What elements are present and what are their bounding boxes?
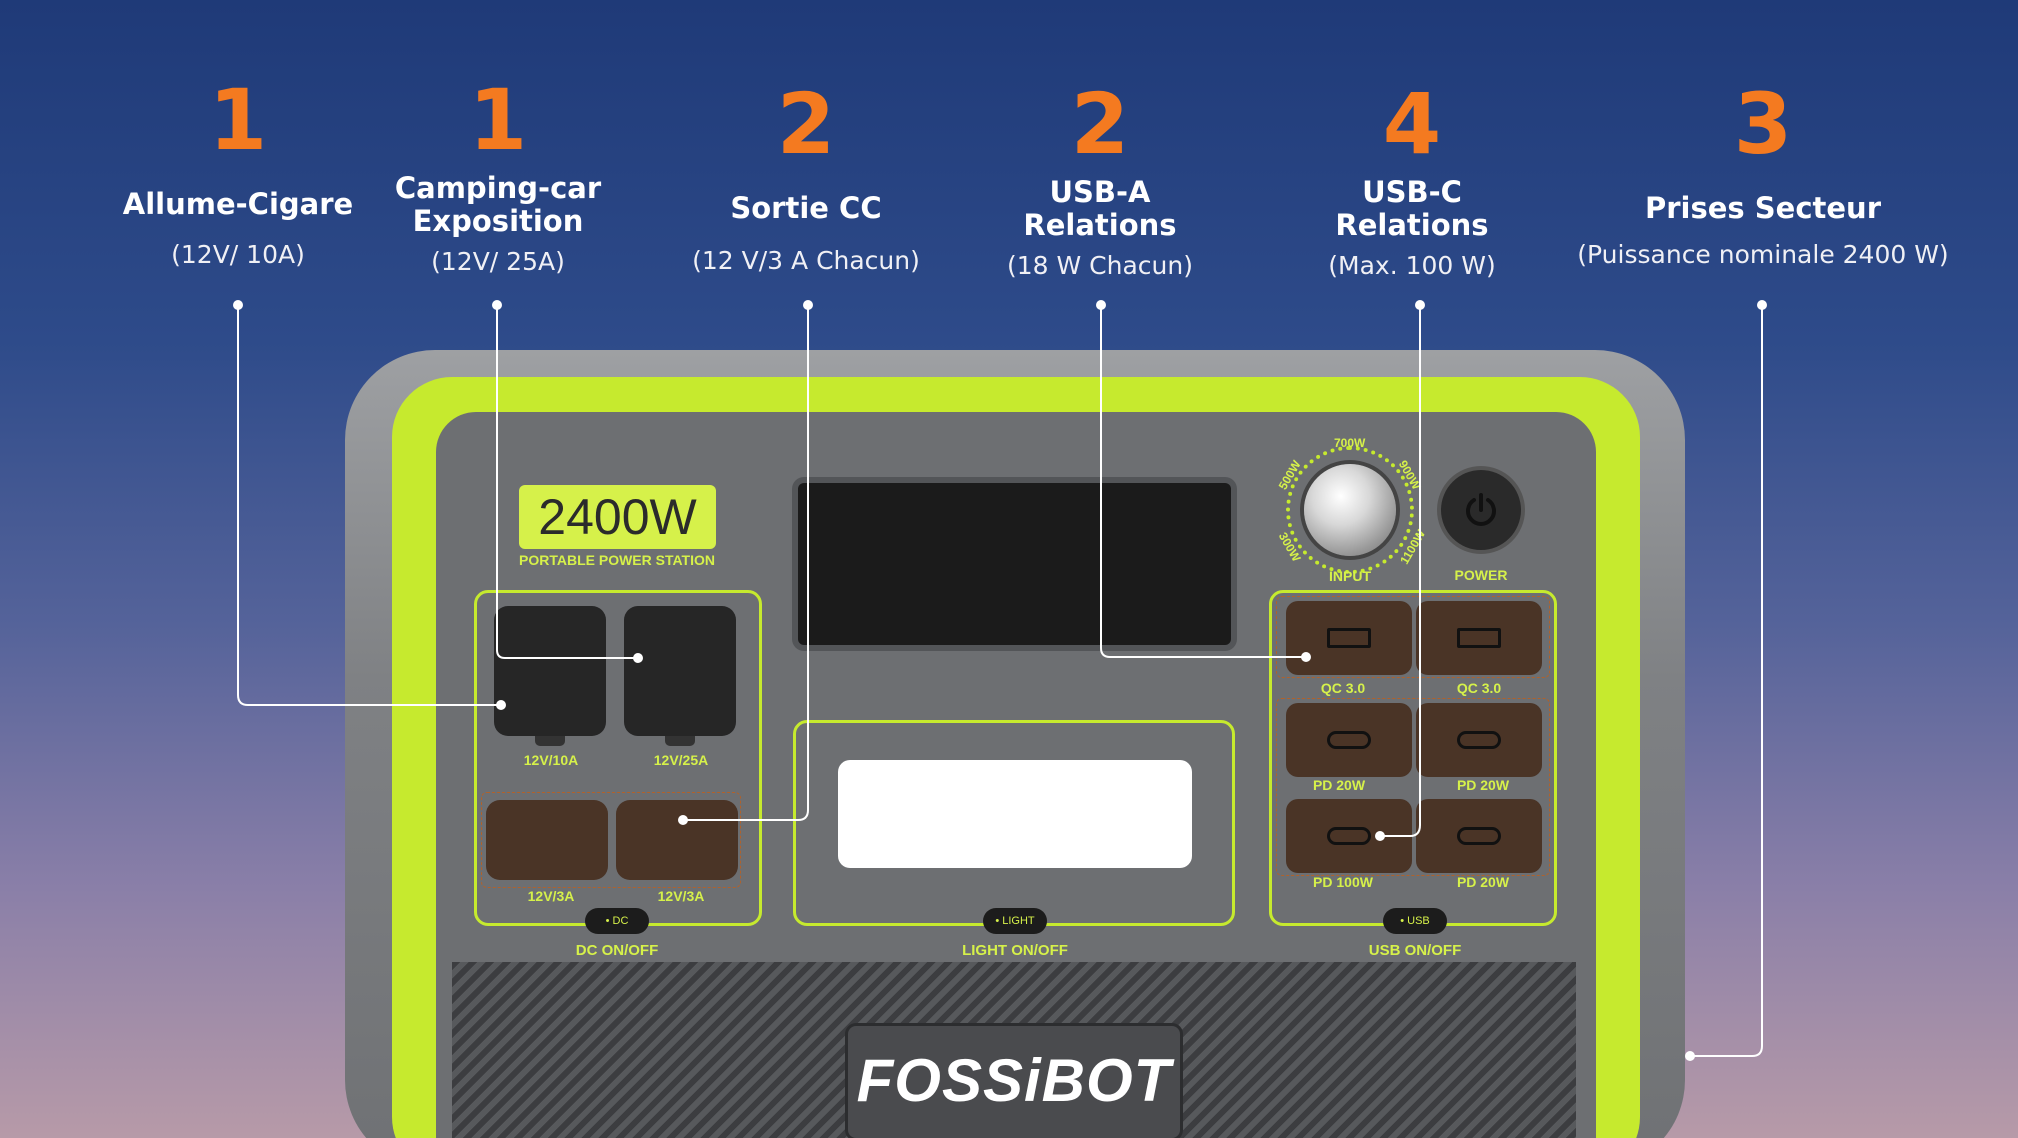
input-power-knob[interactable] <box>1304 464 1396 556</box>
usb-a-slot-icon <box>1457 628 1501 648</box>
feature-count: 4 <box>1382 75 1442 173</box>
badge-subtitle: PORTABLE POWER STATION <box>519 552 715 568</box>
brand-logo: FOSSiBOT <box>856 1047 1172 1114</box>
usb-switch-label: USB ON/OFF <box>1368 942 1462 959</box>
light-switch-label: LIGHT ON/OFF <box>962 942 1068 959</box>
power-icon <box>1466 493 1496 526</box>
feature-rv-port: 1 Camping-car Exposition (12V/ 25A) <box>348 72 648 278</box>
port-label: PD 20W <box>1456 777 1510 793</box>
power-button[interactable] <box>1441 470 1521 550</box>
dc-switch-label: DC ON/OFF <box>575 942 659 959</box>
callout-dot <box>1685 1051 1695 1061</box>
feature-spec: (18 W Chacun) <box>1007 251 1193 280</box>
usb-switch[interactable]: • USB <box>1383 908 1447 934</box>
usb-c-zone <box>1276 698 1550 876</box>
feature-spec: (Puissance nominale 2400 W) <box>1577 240 1949 269</box>
usb-c-slot-icon <box>1327 827 1371 845</box>
usb-c-port <box>1416 703 1542 777</box>
display-screen <box>798 483 1231 645</box>
rv-socket <box>624 606 736 746</box>
usb-c-port <box>1286 703 1412 777</box>
usb-a-port <box>1286 601 1412 675</box>
callout-dot <box>1375 831 1385 841</box>
callout-dot <box>1096 300 1106 310</box>
feature-count: 1 <box>208 71 268 169</box>
port-label: 12V/3A <box>527 888 575 904</box>
feature-count: 3 <box>1733 75 1793 173</box>
port-label: PD 100W <box>1313 874 1373 890</box>
feature-count: 2 <box>1070 75 1130 173</box>
feature-ac-outlets: 3 Prises Secteur (Puissance nominale 240… <box>1563 76 1963 271</box>
port-label: 12V/25A <box>653 752 709 768</box>
usb-a-port <box>1416 601 1542 675</box>
feature-title: USB-A Relations <box>1023 175 1177 242</box>
port-label: PD 20W <box>1456 874 1510 890</box>
callout-dot <box>803 300 813 310</box>
feature-spec: (12V/ 10A) <box>171 240 305 269</box>
dc-switch[interactable]: • DC <box>585 908 649 934</box>
feature-title: Sortie CC <box>730 191 882 225</box>
port-label: 12V/3A <box>657 888 705 904</box>
port-label: QC 3.0 <box>1456 680 1502 696</box>
feature-cigarette-lighter: 1 Allume-Cigare (12V/ 10A) <box>88 72 388 271</box>
usb-c-port <box>1416 799 1542 873</box>
input-dial-scale <box>1286 446 1414 574</box>
dc-output-port <box>486 800 608 880</box>
callout-dot <box>1301 652 1311 662</box>
feature-usb-a: 2 USB-A Relations (18 W Chacun) <box>950 76 1250 282</box>
feature-title: Camping-car Exposition <box>394 171 602 238</box>
port-label: PD 20W <box>1312 777 1366 793</box>
logo-plate <box>848 1026 1180 1138</box>
callout-dot <box>492 300 502 310</box>
feature-dc-output: 2 Sortie CC (12 V/3 A Chacun) <box>656 76 956 277</box>
knob-label: INPUT <box>1329 568 1371 584</box>
feature-title: Allume-Cigare <box>122 187 354 221</box>
feature-spec: (12V/ 25A) <box>431 247 565 276</box>
callout-dot <box>1757 300 1767 310</box>
usb-c-slot-icon <box>1457 731 1501 749</box>
usb-c-slot-icon <box>1327 731 1371 749</box>
feature-spec: (Max. 100 W) <box>1328 251 1496 280</box>
usb-a-zone <box>1276 596 1550 678</box>
callout-dot <box>233 300 243 310</box>
port-label: 12V/10A <box>523 752 579 768</box>
feature-title: USB-C Relations <box>1335 175 1489 242</box>
cigarette-lighter-socket <box>494 606 606 746</box>
led-light <box>838 760 1192 868</box>
dc-output-port <box>616 800 738 880</box>
dc-output-zone <box>481 792 741 888</box>
wattage-badge: 2400W <box>519 485 716 549</box>
light-switch[interactable]: • LIGHT <box>983 908 1047 934</box>
knob-mark: 700W <box>1334 436 1366 450</box>
power-label: POWER <box>1454 567 1508 583</box>
feature-spec: (12 V/3 A Chacun) <box>692 246 920 275</box>
usb-c-slot-icon <box>1457 827 1501 845</box>
feature-usb-c: 4 USB-C Relations (Max. 100 W) <box>1262 76 1562 282</box>
callout-dot <box>496 700 506 710</box>
feature-title: Prises Secteur <box>1644 191 1881 225</box>
callout-dot <box>1415 300 1425 310</box>
port-label: QC 3.0 <box>1320 680 1366 696</box>
callout-dot <box>678 815 688 825</box>
usb-a-slot-icon <box>1327 628 1371 648</box>
feature-count: 1 <box>468 71 528 169</box>
feature-count: 2 <box>776 75 836 173</box>
callout-dot <box>633 653 643 663</box>
